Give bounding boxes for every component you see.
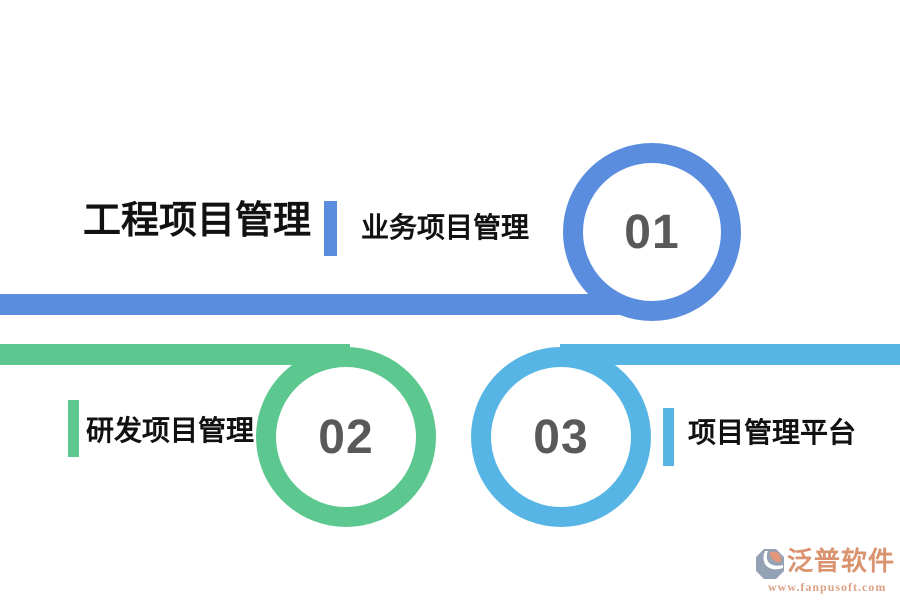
item-label-platform: 项目管理平台 xyxy=(688,417,857,448)
step-ring-03: 03 xyxy=(471,347,651,527)
item-label-rnd: 研发项目管理 xyxy=(86,415,255,446)
ribbon-bar-green xyxy=(0,344,350,365)
item-label-business: 业务项目管理 xyxy=(361,212,530,243)
step-number-01: 01 xyxy=(624,205,680,259)
step-ring-01: 01 xyxy=(563,143,741,321)
ribbon-bar-sky xyxy=(560,344,900,365)
vendor-logo-icon xyxy=(755,548,785,580)
vendor-logo: 泛普软件 www.fanpusoft.com xyxy=(755,548,895,595)
accent-bar-sky xyxy=(663,408,674,466)
step-ring-02: 02 xyxy=(256,347,436,527)
vendor-logo-url: www.fanpusoft.com xyxy=(768,580,887,594)
accent-bar-blue xyxy=(324,201,337,256)
page-title: 工程项目管理 xyxy=(83,200,312,242)
step-number-02: 02 xyxy=(318,410,374,464)
vendor-logo-name: 泛普软件 xyxy=(787,547,896,576)
ribbon-bar-blue xyxy=(0,294,665,315)
step-number-03: 03 xyxy=(533,410,589,464)
accent-bar-green xyxy=(68,400,79,457)
